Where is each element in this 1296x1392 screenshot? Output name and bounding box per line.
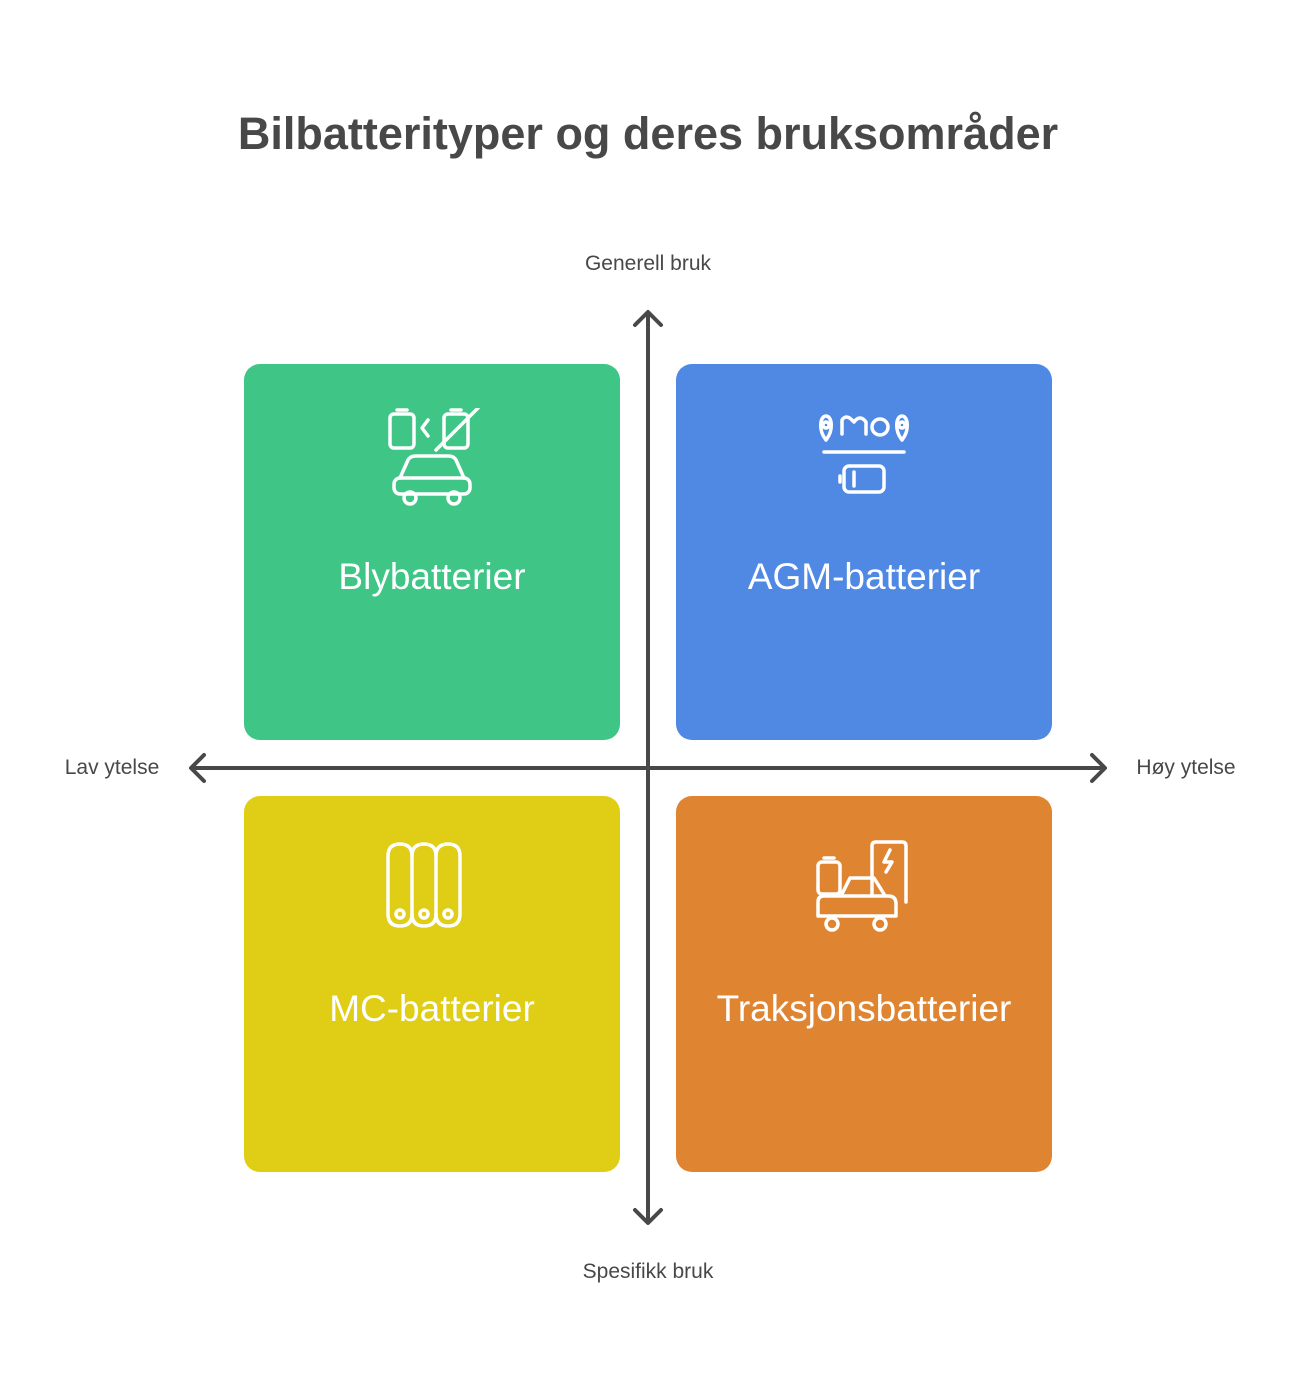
quadrant-label: MC-batterier xyxy=(329,988,535,1029)
arrow-down-icon xyxy=(633,1208,663,1225)
quadrant-agm: AGM-batterier xyxy=(676,364,1052,740)
page-title: Bilbatterityper og deres bruksområder xyxy=(237,108,1059,159)
axis-label-right: Høy ytelse xyxy=(1136,756,1236,779)
axis-label-left: Lav ytelse xyxy=(64,756,160,779)
quadrant-traction: Traksjonsbatterier xyxy=(676,796,1052,1172)
quadrant-lead-acid: Blybatterier xyxy=(244,364,620,740)
arrow-left-icon xyxy=(189,753,206,783)
axis-label-top: Generell bruk xyxy=(584,252,712,275)
electric-car-charging-icon xyxy=(816,840,908,932)
battery-cells-icon xyxy=(386,842,462,928)
quadrant-label: Blybatterier xyxy=(338,556,526,597)
quadrant-mc: MC-batterier xyxy=(244,796,620,1172)
battery-swap-car-icon xyxy=(388,408,480,506)
axis-label-bottom: Spesifikk bruk xyxy=(582,1260,714,1283)
battery-route-icon xyxy=(819,414,909,494)
quadrant-label: AGM-batterier xyxy=(747,556,981,597)
arrow-up-icon xyxy=(633,310,663,327)
quadrant-label: Traksjonsbatterier xyxy=(716,988,1012,1029)
arrow-right-icon xyxy=(1090,753,1107,783)
